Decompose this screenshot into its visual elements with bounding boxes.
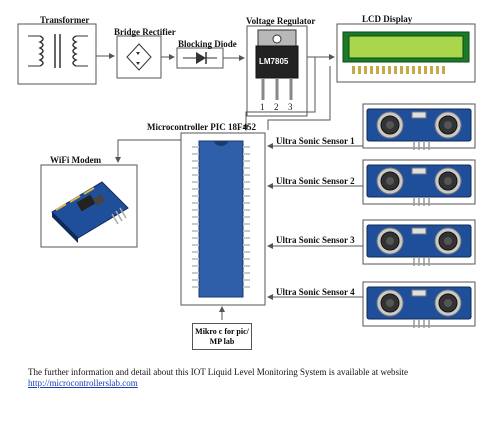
bridge-rectifier-label: Bridge Rectifier — [114, 27, 176, 37]
arrow-regulator-mcu — [243, 57, 316, 131]
microcontroller-block — [180, 132, 266, 306]
sensors-group — [362, 103, 476, 328]
caption: The further information and detail about… — [28, 367, 468, 389]
regulator-pin-1: 1 — [260, 102, 265, 112]
blocking-diode-label: Blocking Diode — [178, 39, 237, 49]
ultrasonic-sensor-3 — [362, 219, 476, 266]
lcd-display-label: LCD Display — [362, 14, 413, 24]
sensor-2-label: Ultra Sonic Sensor 2 — [276, 176, 355, 186]
voltage-regulator-block — [246, 25, 308, 117]
bridge-rectifier-block — [116, 35, 162, 79]
wifi-modem-block — [40, 164, 138, 248]
ultrasonic-sensor-4 — [362, 281, 476, 328]
caption-link[interactable]: http://microcontrollerslab.com — [28, 378, 138, 388]
sensor-3-label: Ultra Sonic Sensor 3 — [276, 235, 355, 245]
ultrasonic-sensor-2 — [362, 159, 476, 206]
mikro-c-line-2: MP lab — [209, 337, 235, 346]
voltage-regulator-label: Voltage Regulator — [246, 16, 316, 26]
mikro-c-block: Mikro c for pic/ MP lab — [192, 323, 252, 350]
sensor-1-label: Ultra Sonic Sensor 1 — [276, 136, 355, 146]
blocking-diode-block — [176, 47, 224, 69]
arrow-mcu-wifi — [115, 139, 186, 163]
sensor-4-label: Ultra Sonic Sensor 4 — [276, 287, 355, 297]
mikro-c-line-1: Mikro c for pic/ — [195, 327, 249, 336]
regulator-pin-2: 2 — [274, 102, 279, 112]
regulator-chip-label: LM7805 — [259, 57, 289, 66]
wifi-modem-label: WiFi Modem — [50, 155, 102, 165]
microcontroller-label: Microcontroller PIC 18F452 — [147, 122, 256, 132]
lcd-display-block — [336, 23, 476, 83]
caption-text: The further information and detail about… — [28, 367, 408, 377]
arrow-lcd-mcu — [267, 66, 331, 130]
transformer-block — [17, 23, 97, 85]
ultrasonic-sensor-1 — [362, 103, 476, 150]
transformer-label: Transformer — [40, 15, 90, 25]
regulator-pin-3: 3 — [288, 102, 293, 112]
